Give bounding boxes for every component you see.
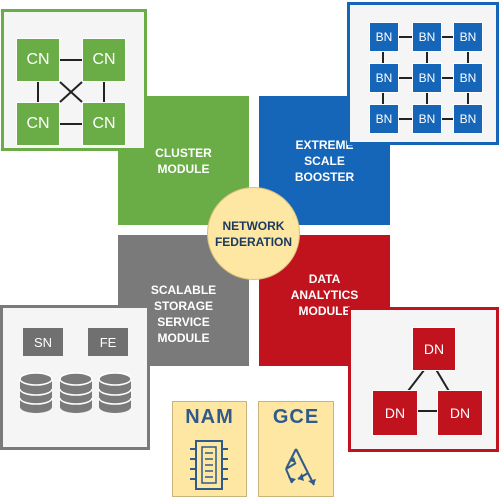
data-node: DN xyxy=(412,327,456,371)
data-node: DN xyxy=(437,390,483,436)
gce-label: GCE xyxy=(272,406,320,428)
cluster-node: CN xyxy=(16,102,60,146)
analytics-module-label-3: MODULE xyxy=(298,303,351,318)
frontend-node: FE xyxy=(88,328,128,356)
storage-nodes-card: SN FE xyxy=(0,305,150,450)
analytics-module-label-1: DATA xyxy=(308,271,341,286)
storage-module-label-3: SERVICE xyxy=(157,314,210,329)
booster-node: BN xyxy=(412,22,442,52)
storage-module-label-4: MODULE xyxy=(157,330,210,345)
cluster-module-label-2: MODULE xyxy=(157,161,210,176)
booster-node: BN xyxy=(412,63,442,93)
booster-node: BN xyxy=(453,63,483,93)
cluster-links xyxy=(37,59,105,125)
storage-disks xyxy=(19,372,132,413)
booster-node: BN xyxy=(369,22,399,52)
database-icon xyxy=(98,372,132,413)
cluster-module-label-1: CLUSTER xyxy=(155,145,212,160)
storage-module-label-2: STORAGE xyxy=(153,298,214,313)
booster-node: BN xyxy=(369,63,399,93)
network-label-2: FEDERATION xyxy=(214,234,293,249)
cluster-node: CN xyxy=(16,38,60,82)
cluster-node: CN xyxy=(82,102,126,146)
nam-box: NAM xyxy=(172,401,247,497)
storage-node: SN xyxy=(23,328,63,356)
nam-label: NAM xyxy=(185,406,234,428)
booster-node: BN xyxy=(453,104,483,134)
cluster-node: CN xyxy=(82,38,126,82)
memory-chip-icon xyxy=(190,440,228,490)
analytics-module-label-2: ANALYTICS xyxy=(290,287,359,302)
gce-box: GCE xyxy=(258,401,334,497)
data-nodes-card: DN DN DN xyxy=(348,307,499,452)
network-label-1: NETWORK xyxy=(222,218,285,233)
booster-module-label-3: BOOSTER xyxy=(294,169,355,184)
booster-module-label-2: SCALE xyxy=(304,153,345,168)
storage-module-label-1: SCALABLE xyxy=(150,282,217,297)
booster-nodes-card: BN BN BN BN BN BN BN BN BN xyxy=(347,2,499,145)
booster-module-label-1: EXTREME xyxy=(295,137,354,152)
database-icon xyxy=(19,372,53,413)
cluster-nodes-card: CN CN CN CN xyxy=(1,9,147,151)
network-graph-icon xyxy=(285,448,316,486)
booster-node: BN xyxy=(369,104,399,134)
data-node: DN xyxy=(372,390,418,436)
booster-node: BN xyxy=(453,22,483,52)
booster-node: BN xyxy=(412,104,442,134)
database-icon xyxy=(59,372,93,413)
